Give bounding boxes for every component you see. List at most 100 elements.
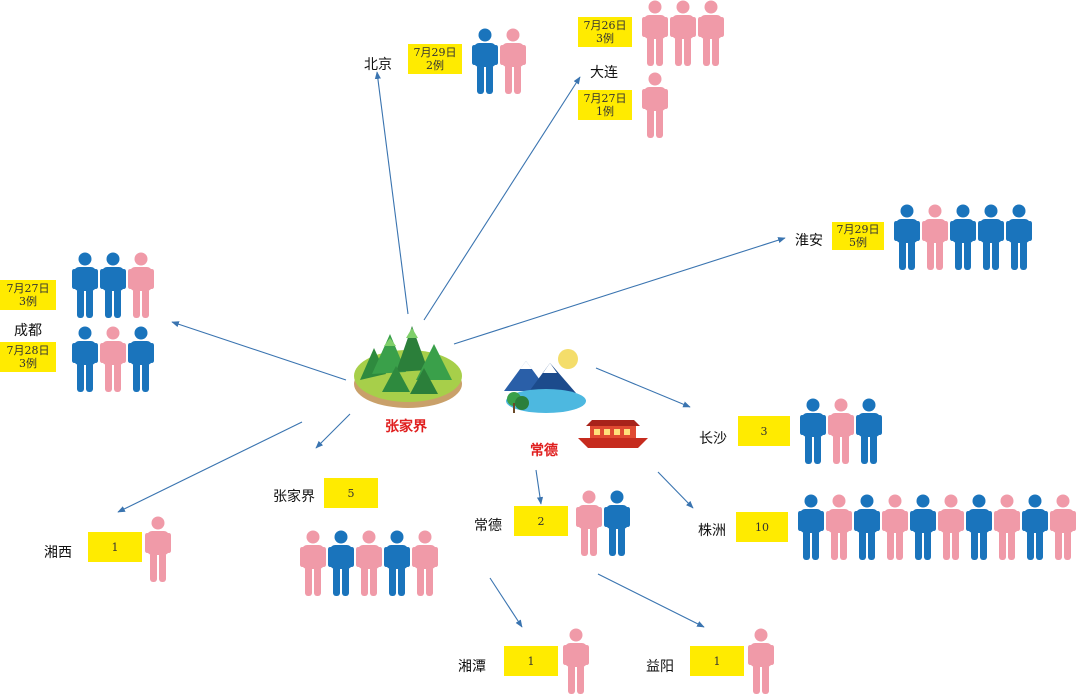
arrow-to-dalian: [423, 76, 581, 321]
female-person-icon: [412, 530, 438, 596]
city-label-chengdu: 成都: [14, 323, 42, 339]
badge-count: 5: [347, 486, 355, 500]
city-label-xiangxi: 湘西: [44, 545, 72, 561]
male-person-icon: [604, 490, 630, 556]
badge-count: 1: [527, 654, 535, 668]
people-group-chengdu: [72, 252, 154, 318]
arrow-to-changde: [535, 469, 544, 505]
arrow-to-yiyang: [597, 573, 705, 628]
female-person-icon: [642, 72, 668, 138]
people-group-dalian: [642, 0, 724, 66]
female-person-icon: [500, 28, 526, 94]
male-person-icon: [472, 28, 498, 94]
badge-date: 7月28日: [6, 344, 50, 357]
badge-count: 5例: [849, 236, 867, 249]
badge-count: 1: [111, 540, 119, 554]
male-person-icon: [894, 204, 920, 270]
people-group-chengdu: [72, 326, 154, 392]
people-group-changsha: [800, 398, 882, 464]
people-group-zhuzhou: [798, 494, 1076, 560]
lake-mountain-icon: [504, 349, 586, 413]
city-label-huaian: 淮安: [795, 233, 823, 249]
city-label-xiangtan: 湘潭: [458, 659, 486, 675]
hub-label-zhangjiajie: 张家界: [385, 419, 427, 435]
boat-icon: [578, 420, 648, 448]
people-group-huaian: [894, 204, 1032, 270]
people-group-yiyang: [748, 628, 774, 694]
female-person-icon: [642, 0, 668, 66]
male-person-icon: [800, 398, 826, 464]
female-person-icon: [698, 0, 724, 66]
female-person-icon: [994, 494, 1020, 560]
male-person-icon: [72, 252, 98, 318]
mountain-island-icon: [354, 326, 462, 408]
case-count-badge: 3: [738, 416, 790, 446]
case-count-badge: 10: [736, 512, 788, 542]
people-group-changde: [576, 490, 630, 556]
city-label-zhuzhou: 株洲: [698, 523, 726, 539]
city-label-beijing: 北京: [364, 57, 392, 73]
female-person-icon: [300, 530, 326, 596]
male-person-icon: [1022, 494, 1048, 560]
arrow-to-changsha: [595, 367, 691, 408]
female-person-icon: [145, 516, 171, 582]
city-label-yiyang: 益阳: [646, 659, 674, 675]
badge-count: 10: [755, 520, 769, 534]
badge-count: 1: [713, 654, 721, 668]
female-person-icon: [882, 494, 908, 560]
male-person-icon: [978, 204, 1004, 270]
badge-count: 3例: [19, 295, 37, 308]
badge-count: 2例: [426, 59, 444, 72]
badge-count: 3例: [596, 32, 614, 45]
male-person-icon: [1006, 204, 1032, 270]
city-label-changde: 常德: [474, 518, 502, 534]
case-count-badge: 1: [690, 646, 744, 676]
male-person-icon: [100, 252, 126, 318]
people-group-xiangxi: [145, 516, 171, 582]
male-person-icon: [72, 326, 98, 392]
badge-date: 7月27日: [583, 92, 627, 105]
female-person-icon: [576, 490, 602, 556]
female-person-icon: [356, 530, 382, 596]
arrow-to-huaian: [453, 237, 786, 345]
case-count-badge: 2: [514, 506, 568, 536]
male-person-icon: [384, 530, 410, 596]
female-person-icon: [1050, 494, 1076, 560]
female-person-icon: [128, 252, 154, 318]
badge-count: 1例: [596, 105, 614, 118]
female-person-icon: [563, 628, 589, 694]
case-count-badge: 5: [324, 478, 378, 508]
case-count-badge: 1: [88, 532, 142, 562]
badge-count: 3例: [19, 357, 37, 370]
male-person-icon: [854, 494, 880, 560]
female-person-icon: [670, 0, 696, 66]
male-person-icon: [910, 494, 936, 560]
male-person-icon: [128, 326, 154, 392]
case-count-badge: 1: [504, 646, 558, 676]
male-person-icon: [856, 398, 882, 464]
arrow-to-zhuzhou: [657, 471, 694, 509]
badge-date: 7月29日: [413, 46, 457, 59]
female-person-icon: [748, 628, 774, 694]
arrow-to-zhangjiajie: [315, 413, 351, 449]
city-label-dalian: 大连: [590, 65, 618, 81]
female-person-icon: [100, 326, 126, 392]
female-person-icon: [938, 494, 964, 560]
badge-count: 3: [760, 424, 768, 438]
male-person-icon: [966, 494, 992, 560]
arrow-to-xiangtan: [489, 577, 523, 628]
people-group-dalian: [642, 72, 668, 138]
female-person-icon: [828, 398, 854, 464]
male-person-icon: [328, 530, 354, 596]
badge-count: 2: [537, 514, 545, 528]
male-person-icon: [798, 494, 824, 560]
hub-label-changde: 常德: [530, 443, 558, 459]
